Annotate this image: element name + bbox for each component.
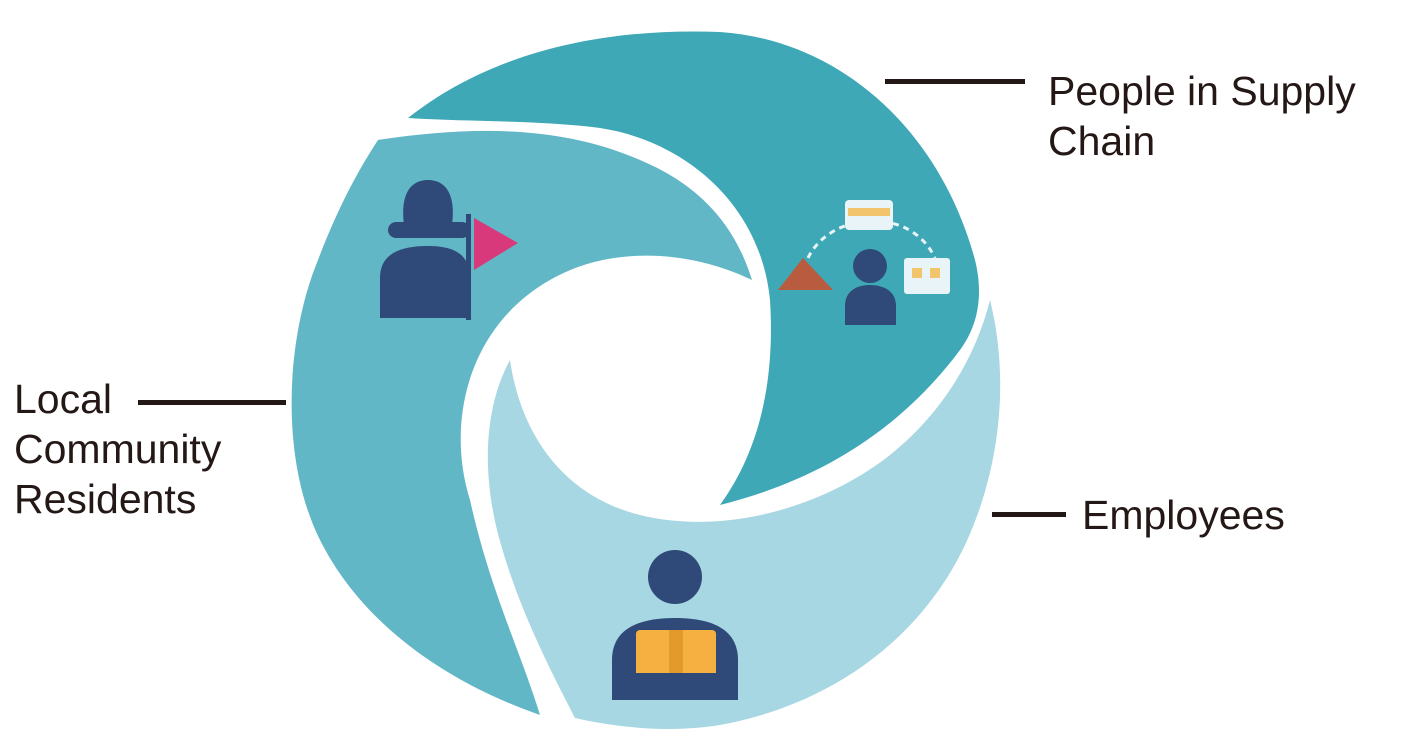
network-hut	[778, 258, 833, 290]
employee-hands	[624, 673, 728, 685]
label-community-line-1: Local	[14, 376, 113, 422]
label-employees: Employees	[1082, 492, 1285, 538]
label-community-line-2: Community	[14, 426, 222, 472]
resident-body	[380, 246, 468, 318]
employee-head	[648, 550, 702, 604]
supply-chain-leader-line	[885, 79, 1025, 84]
segment-employees	[487, 300, 1001, 729]
label-community-line-3: Residents	[14, 476, 197, 522]
label-community: Local Community Residents	[14, 374, 221, 524]
network-factory-band	[848, 208, 890, 216]
community-resident-flag-icon	[380, 180, 518, 320]
resident-hat-brim	[388, 222, 470, 238]
flag-pennant	[474, 218, 518, 270]
label-supply-chain-line-1: People in Supply	[1048, 68, 1356, 114]
network-building	[904, 258, 950, 294]
supply-chain-network-icon	[778, 200, 950, 325]
segment-supply-chain	[408, 31, 980, 505]
resident-head	[403, 180, 453, 232]
flag-pole	[466, 214, 471, 320]
label-supply-chain: People in Supply Chain	[1048, 66, 1356, 166]
community-leader-line	[138, 400, 286, 405]
network-arc	[806, 219, 937, 259]
network-person-body	[845, 285, 896, 325]
employee-box-icon	[612, 550, 738, 700]
employees-leader-line	[992, 512, 1066, 517]
employee-box-tape	[669, 630, 683, 678]
network-building-window-2	[930, 268, 940, 278]
network-building-window	[912, 268, 922, 278]
network-person-head	[853, 249, 887, 283]
label-supply-chain-line-2: Chain	[1048, 118, 1156, 164]
